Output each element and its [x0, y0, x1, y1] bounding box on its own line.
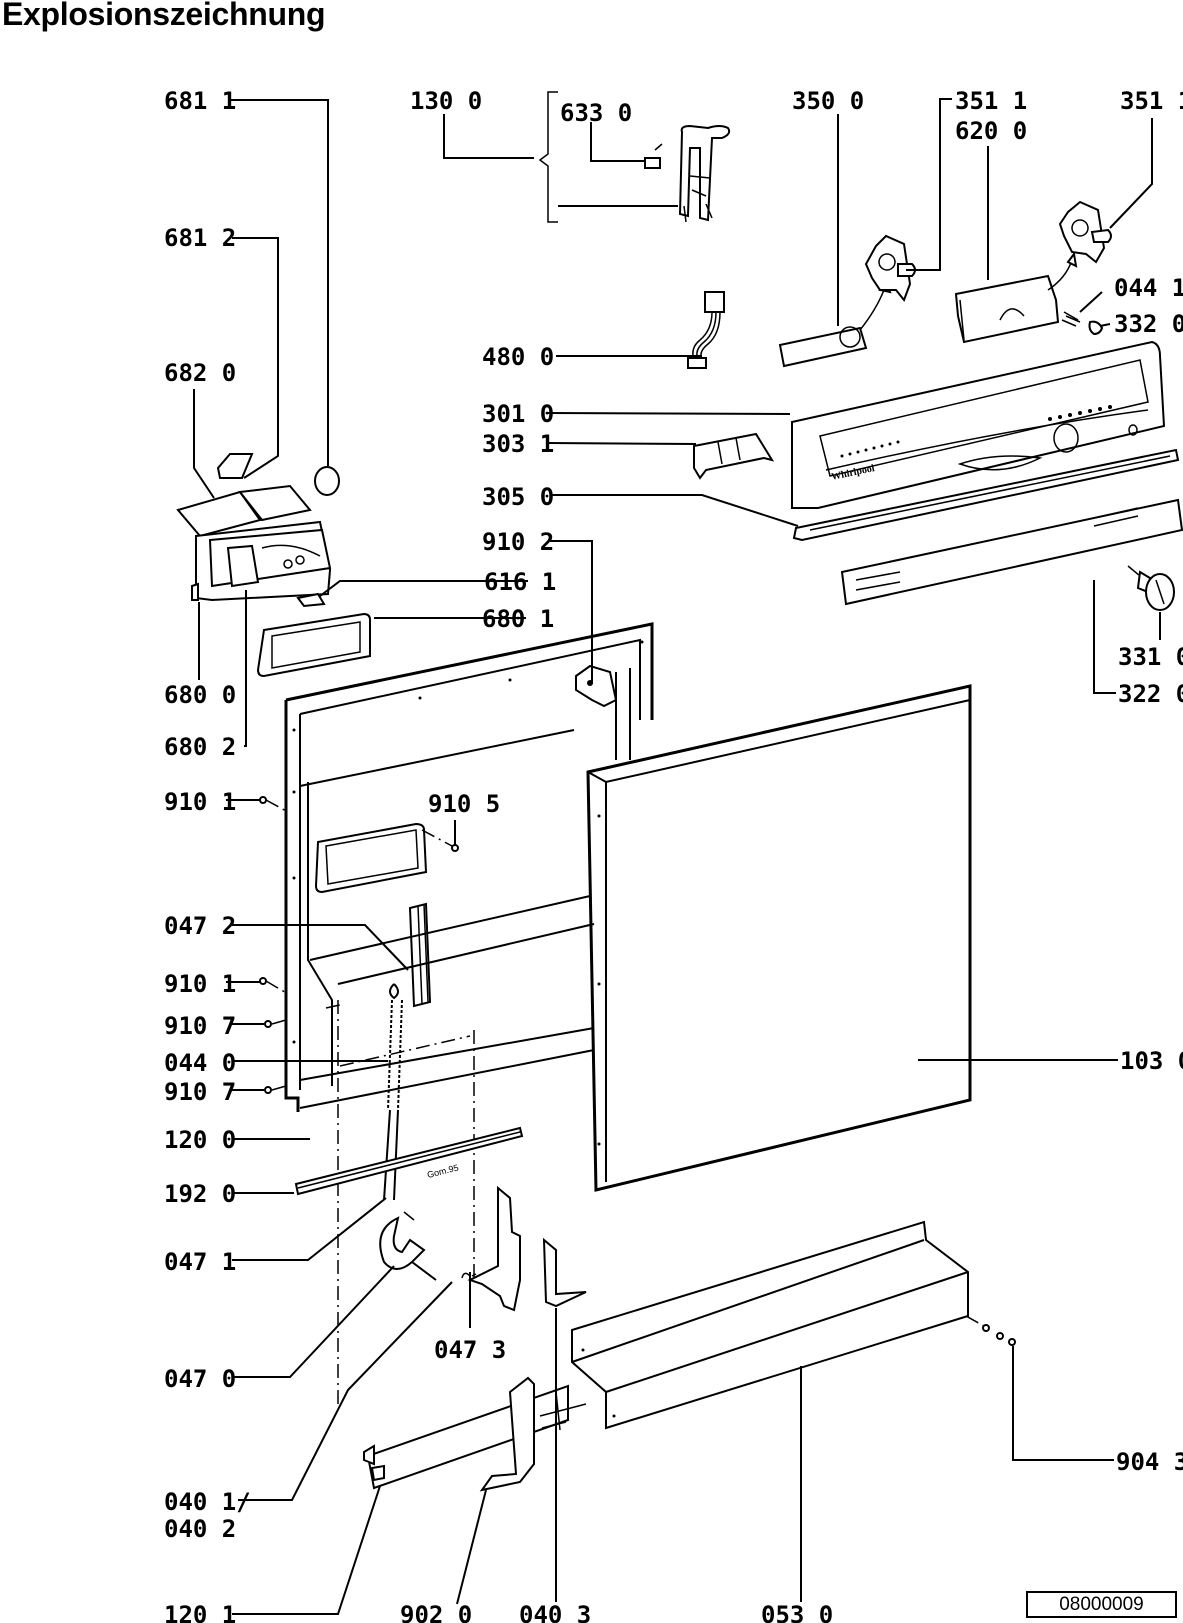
part-label-044-0: 044 0	[164, 1049, 236, 1077]
part-label-044-1: 044 1	[1114, 274, 1183, 302]
part-labels: 681 1 130 0 633 0 350 0 351 1 620 0 351 …	[164, 87, 1183, 1623]
part-label-616-1: 616 1	[484, 568, 556, 596]
part-label-480-0: 480 0	[482, 343, 554, 371]
stamp-text: Gom.95	[426, 1162, 459, 1179]
door-handle-insert	[693, 432, 775, 480]
page-title: Explosionszeichnung	[2, 0, 326, 32]
inner-door-panel	[284, 622, 654, 1410]
part-label-904-3: 904 3	[1116, 1448, 1183, 1476]
electronic-board	[778, 279, 892, 368]
drawing-number-box: 08000009	[1026, 1591, 1177, 1618]
part-label-322-0: 322 0	[1118, 680, 1183, 708]
dispenser-gasket	[256, 612, 371, 678]
knob-mount-right	[1058, 200, 1112, 264]
cable-harness	[687, 291, 725, 369]
part-label-910-1-b: 910 1	[164, 970, 236, 998]
part-label-305-0: 305 0	[482, 483, 554, 511]
button-strip	[792, 448, 1180, 542]
door-spring	[383, 983, 403, 1201]
part-label-910-7-a: 910 7	[164, 1012, 236, 1040]
part-label-120-0: 120 0	[164, 1126, 236, 1154]
part-label-301-0: 301 0	[482, 400, 554, 428]
part-label-633-0: 633 0	[560, 99, 632, 127]
indicator-dots	[840, 405, 1112, 458]
door-switch-assembly	[538, 91, 731, 223]
part-label-120-1: 120 1	[164, 1601, 236, 1623]
part-label-303-1: 303 1	[482, 430, 554, 458]
part-label-192-0: 192 0	[164, 1180, 236, 1208]
selector-knob	[1127, 565, 1175, 611]
part-label-040-1: 040 1/	[164, 1488, 251, 1516]
part-label-350-0: 350 0	[792, 87, 864, 115]
part-label-130-0: 130 0	[410, 87, 482, 115]
part-label-047-1: 047 1	[164, 1248, 236, 1276]
part-label-910-7-b: 910 7	[164, 1078, 236, 1106]
part-label-681-1: 681 1	[164, 87, 236, 115]
lower-strip	[363, 1384, 569, 1490]
part-label-681-2: 681 2	[164, 224, 236, 252]
part-label-680-0: 680 0	[164, 681, 236, 709]
part-label-620-0: 620 0	[955, 117, 1027, 145]
spring-and-cap	[1061, 311, 1104, 336]
part-label-047-2: 047 2	[164, 912, 236, 940]
part-label-047-0: 047 0	[164, 1365, 236, 1393]
part-label-040-3: 040 3	[519, 1601, 591, 1623]
part-label-040-2: 040 2	[164, 1515, 236, 1543]
hinge-bracket	[461, 1185, 587, 1312]
fascia-strip	[840, 498, 1183, 606]
part-label-053-0: 053 0	[761, 1601, 833, 1623]
part-label-910-2: 910 2	[482, 528, 554, 556]
l-bracket	[479, 1376, 535, 1492]
leader-lines	[193, 98, 1161, 1615]
part-label-332-0: 332 0	[1114, 310, 1183, 338]
control-panel: Whirlpool	[791, 340, 1166, 509]
bottom-rail: Gom.95	[294, 1126, 524, 1196]
part-label-680-2: 680 2	[164, 733, 236, 761]
part-label-047-3: 047 3	[434, 1336, 506, 1364]
part-label-351-1-b: 351 1	[1120, 87, 1183, 115]
knob-mount-left	[864, 234, 916, 302]
part-label-682-0: 682 0	[164, 359, 236, 387]
part-label-910-1-a: 910 1	[164, 788, 236, 816]
part-label-103-0: 103 0	[1120, 1047, 1183, 1075]
detergent-dispenser	[176, 453, 340, 608]
part-label-680-1: 680 1	[482, 605, 554, 633]
hinge-arm	[379, 1211, 437, 1281]
part-label-910-5: 910 5	[428, 790, 500, 818]
program-selector	[954, 251, 1078, 344]
outer-door	[586, 684, 972, 1192]
screws-left	[259, 796, 459, 1094]
part-label-351-1-a: 351 1	[955, 87, 1027, 115]
part-label-331-0: 331 0	[1118, 643, 1183, 671]
part-label-902-0: 902 0	[400, 1601, 472, 1623]
kickplate	[571, 1220, 1016, 1430]
